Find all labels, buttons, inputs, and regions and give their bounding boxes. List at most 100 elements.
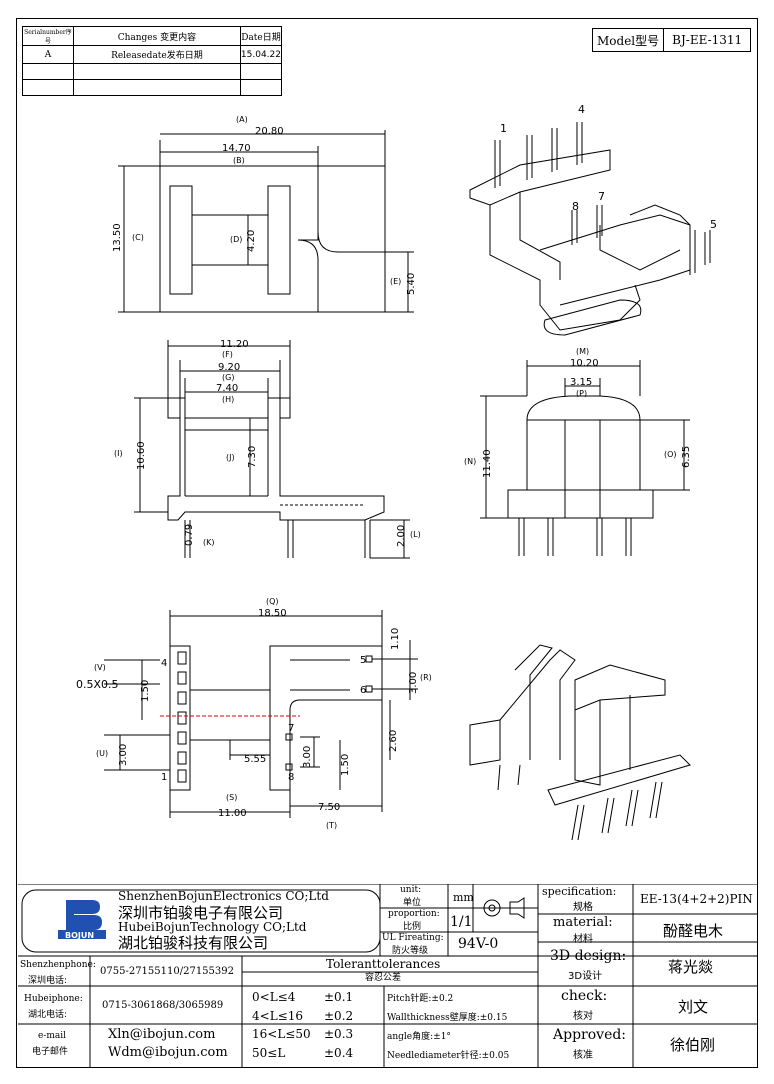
dim-S-label: (S) <box>226 793 237 802</box>
drawing-frame <box>16 18 758 1068</box>
bottom-pin-4: 4 <box>161 658 167 669</box>
sz-phone-cn: 深圳电话: <box>28 976 68 986</box>
sz-phone-value: 0755-27155110/27155392 <box>100 966 234 977</box>
sz-phone-label: Shenzhenphone: <box>20 960 96 970</box>
tolerance-title: Toleranttolerances <box>326 957 441 971</box>
dim-M-value: 10.20 <box>570 358 599 369</box>
tol-value-3: ±0.4 <box>324 1046 354 1060</box>
dim-Q-value: 18.50 <box>258 608 287 619</box>
approved-label: Approved: <box>553 1027 627 1043</box>
dim-O-label: (O) <box>664 450 677 459</box>
dim-U-value: 3.00 <box>118 744 129 766</box>
spec-label: specification: <box>542 885 617 898</box>
dim-T-value: 7.50 <box>318 802 340 813</box>
dim-M-label: (M) <box>576 347 589 356</box>
unit-cn: 单位 <box>403 898 422 908</box>
dim-U-label: (U) <box>96 749 108 758</box>
drawing-area: (A) 20.80 14.70 (B) 13.50 (C) (D) 4.20 (… <box>76 103 717 841</box>
dim-H-label: (H) <box>222 395 234 404</box>
proportion-value: 1/1 <box>450 914 473 930</box>
dim-R-value: 3.00 <box>408 672 419 694</box>
dim-F-label: (F) <box>222 350 233 359</box>
bottom-pin-5: 5 <box>360 655 366 666</box>
note-1: Wallthickness壁厚度:±0.15 <box>387 1013 508 1023</box>
dim-555: 5.55 <box>244 754 266 765</box>
check-label: check: <box>561 988 608 1004</box>
model-table: Model型号 BJ-EE-1311 <box>591 28 752 52</box>
design-value: 蒋光燚 <box>668 958 714 976</box>
dim-A-label: (A) <box>236 115 248 124</box>
proportion-label: proportion: <box>388 909 440 919</box>
dim-D-value: 4.20 <box>246 230 257 252</box>
ul-cn: 防火等级 <box>392 946 429 956</box>
note-3: Needlediameter针径:±0.05 <box>387 1051 510 1061</box>
tol-range-0: 0<L≤4 <box>252 990 296 1004</box>
tol-value-0: ±0.1 <box>324 990 354 1004</box>
email-label: e-mail <box>38 1031 67 1041</box>
dim-J-value: 7.30 <box>247 446 258 468</box>
design-label: 3D design: <box>550 948 627 964</box>
title-block: BOJUN ShenzhenBojunElectronics CO;Ltd 深圳… <box>18 884 758 1068</box>
approved-value: 徐伯刚 <box>670 1036 716 1054</box>
material-value: 酚醛电木 <box>663 922 724 940</box>
hb-phone-cn: 湖北电话: <box>28 1010 68 1020</box>
bottom-pin-1: 1 <box>161 772 167 783</box>
dim-G-value: 9.20 <box>218 362 240 373</box>
side-view: (M) 10.20 3.15 (P) (N) 11.40 (O) 6.35 <box>464 347 692 556</box>
dim-A-value: 20.80 <box>255 126 284 137</box>
check-value: 刘文 <box>678 998 709 1016</box>
dim-150a: 1.50 <box>140 680 151 702</box>
unit-label: unit: <box>400 885 422 895</box>
check-cn: 核对 <box>573 1011 593 1022</box>
tol-range-2: 16<L≤50 <box>252 1027 311 1041</box>
tol-value-1: ±0.2 <box>324 1009 354 1023</box>
model-label: Model型号 <box>591 28 665 52</box>
spec-cn: 规格 <box>573 902 593 913</box>
top-view: (A) 20.80 14.70 (B) 13.50 (C) (D) 4.20 (… <box>112 115 417 313</box>
dim-V-label: (V) <box>94 663 106 672</box>
dim-300b: 3.00 <box>302 746 313 768</box>
email-1: Xln@ibojun.com <box>108 1027 216 1042</box>
bottom-pin-8: 8 <box>288 772 294 783</box>
bottom-pin-6: 6 <box>360 685 366 696</box>
dim-R-label: (R) <box>420 673 432 682</box>
dim-B-value: 14.70 <box>222 143 251 154</box>
note-2: angle角度:±1° <box>387 1032 451 1042</box>
dim-G-label: (G) <box>222 373 234 382</box>
model-value: BJ-EE-1311 <box>663 28 752 52</box>
email-cn: 电子邮件 <box>32 1047 69 1057</box>
dim-E-value: 5.40 <box>406 273 417 295</box>
note-0: Pitch针距:±0.2 <box>387 994 454 1004</box>
dim-N-label: (N) <box>464 457 476 466</box>
dim-F-value: 11.20 <box>220 339 249 350</box>
dim-T-label: (T) <box>326 821 337 830</box>
iso-view-top: 1 4 5 7 8 <box>469 103 717 336</box>
dim-C-label: (C) <box>132 233 144 242</box>
iso-pin-5: 5 <box>710 218 717 231</box>
logo-text: BOJUN <box>65 931 95 940</box>
company2-cn: 湖北铂骏科技有限公司 <box>118 934 269 952</box>
dim-P-label: (P) <box>576 389 587 398</box>
tol-range-3: 50≤L <box>252 1046 286 1060</box>
approved-cn: 核准 <box>573 1050 593 1061</box>
dim-J-label: (J) <box>226 453 235 462</box>
dim-K-label: (K) <box>203 538 215 547</box>
revision-table: Serialnumber序号 Changes 变更内容 Date日期 A Rel… <box>22 26 283 96</box>
dim-S-value: 11.00 <box>218 808 247 819</box>
dim-Q-label: (Q) <box>266 597 279 606</box>
dim-V-value: 0.5X0.5 <box>76 678 119 691</box>
dim-O-value: 6.35 <box>681 446 692 468</box>
front-view: 11.20 (F) 9.20 (G) 7.40 (H) (I) 10.60 (J… <box>114 339 421 559</box>
ul-label: UL Fireating: <box>382 933 444 943</box>
dim-150b: 1.50 <box>340 754 351 776</box>
bottom-view: (Q) 18.50 (V) 0.5X0.5 1.50 (U) 3.00 5.55… <box>76 597 432 830</box>
dim-B-label: (B) <box>233 156 245 165</box>
hb-phone-label: Hubeiphone: <box>24 994 83 1004</box>
proportion-cn: 比例 <box>403 922 422 932</box>
bottom-pin-7: 7 <box>288 723 294 734</box>
iso-pin-1: 1 <box>500 122 507 135</box>
hb-phone-value: 0715-3061868/3065989 <box>102 1000 224 1011</box>
iso-pin-8: 8 <box>572 200 579 213</box>
dim-H-value: 7.40 <box>216 383 238 394</box>
dim-I-value: 10.60 <box>136 441 147 470</box>
